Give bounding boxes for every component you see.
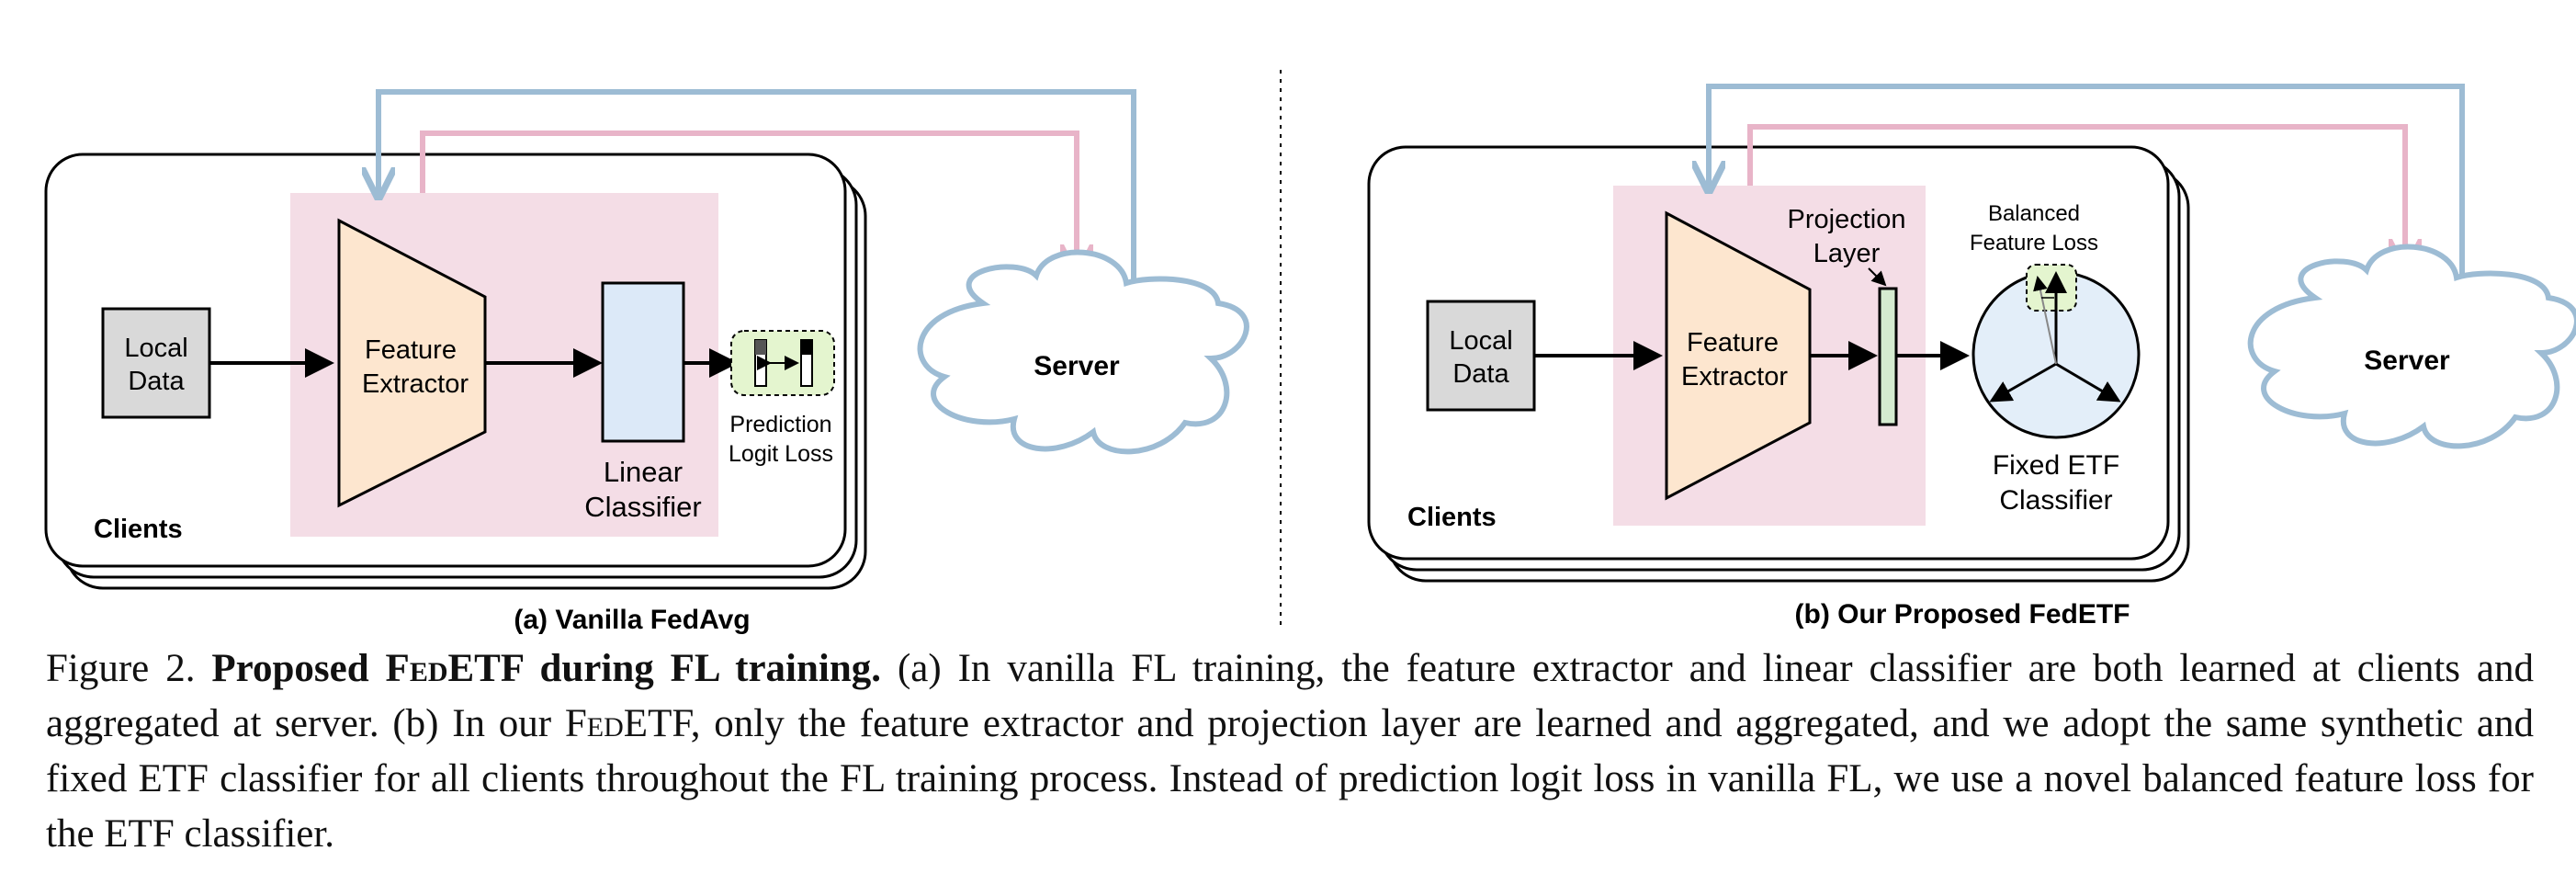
projection-layer-label-2: Layer <box>1813 239 1881 268</box>
projection-pointer <box>1868 267 1887 287</box>
panel-a-title: (a) Vanilla FedAvg <box>514 605 750 635</box>
feature-extractor <box>1665 210 1812 501</box>
panel-a: Local Data Feature Extractor Linear Clas… <box>44 89 1249 635</box>
panel-b: Local Data Feature Extractor Projection … <box>1367 84 2576 629</box>
local-data-label-2: Data <box>1452 359 1509 389</box>
etf-label-1: Fixed ETF <box>1993 450 2119 481</box>
feature-extractor-label-2: Extractor <box>362 369 469 399</box>
balanced-loss-label-1: Balanced <box>1988 201 2080 226</box>
caption-text-b-post: ETF, only the feature extractor and proj… <box>46 702 2534 856</box>
balanced-loss-label-2: Feature Loss <box>1970 231 2098 255</box>
linear-classifier-label-1: Linear <box>604 456 683 488</box>
caption-text-b-sc: ed <box>586 702 624 745</box>
local-data-box <box>101 307 211 419</box>
figure-caption: Figure 2. Proposed FedETF during FL trai… <box>46 641 2534 862</box>
caption-label: Figure 2. <box>46 647 196 690</box>
linear-classifier-label-2: Classifier <box>584 491 701 523</box>
feature-vector <box>2033 276 2057 365</box>
caption-title-sc: ed <box>409 647 448 690</box>
caption-title-post: ETF during FL training. <box>447 647 882 690</box>
feature-extractor-label-1: Feature <box>1687 328 1779 357</box>
logit-vector-right-mark <box>801 340 812 355</box>
server-label: Server <box>1034 351 1120 381</box>
server-cloud <box>2247 244 2576 449</box>
caption-title: Proposed FedETF during FL training. <box>211 647 881 690</box>
clients-label: Clients <box>94 515 183 544</box>
caption-text-a: (a) In vanilla FL training, the feature … <box>46 647 2535 745</box>
upload-arrow-pink <box>420 130 1077 272</box>
local-data-box <box>1426 300 1536 412</box>
server-cloud <box>917 249 1249 455</box>
aggregate-arrow-blue <box>1709 84 2465 300</box>
feature-extractor <box>337 218 487 508</box>
aggregate-arrow-blue <box>378 89 1136 303</box>
feature-extractor-label-2: Extractor <box>1681 362 1788 391</box>
caption-title-pre: Proposed F <box>211 647 410 690</box>
etf-vector-right <box>2055 362 2121 403</box>
upload-arrow-pink <box>1747 124 2405 267</box>
logit-vector-left-mark <box>755 340 766 355</box>
etf-label-2: Classifier <box>1999 485 2112 516</box>
local-data-label-1: Local <box>1449 326 1512 356</box>
figure-diagram: Local Data Feature Extractor Linear Clas… <box>44 70 2576 635</box>
feature-extractor-label-1: Feature <box>365 335 457 365</box>
projection-layer <box>1878 287 1898 426</box>
caption-text-b-pre: (b) In our F <box>392 702 587 745</box>
balanced-loss-box <box>2026 264 2077 312</box>
etf-vector-left <box>1989 362 2057 403</box>
server-label: Server <box>2364 346 2450 376</box>
linear-classifier <box>601 281 685 443</box>
local-data-label-1: Local <box>124 334 187 363</box>
local-data-label-2: Data <box>128 367 185 396</box>
panel-b-title: (b) Our Proposed FedETF <box>1795 599 2130 629</box>
logit-loss-label-2: Logit Loss <box>729 441 833 467</box>
logit-loss-label-1: Prediction <box>729 412 831 437</box>
projection-layer-label-1: Projection <box>1788 205 1906 234</box>
clients-label: Clients <box>1407 503 1497 532</box>
